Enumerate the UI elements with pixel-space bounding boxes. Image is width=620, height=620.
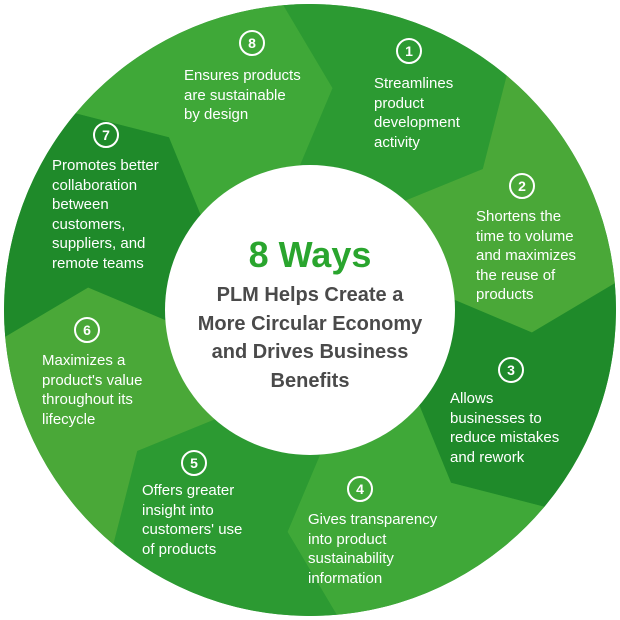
segment-8-number-badge: 8 <box>239 30 265 56</box>
segment-1-label: Streamlines product development activity <box>374 75 460 151</box>
center-subtitle: PLM Helps Create a More Circular Economy… <box>197 284 423 392</box>
segment-5-label: Offers greater insight into customers' u… <box>142 482 243 558</box>
segment-8-shape <box>75 5 333 221</box>
segment-5-number-badge: 5 <box>181 450 207 476</box>
segment-2-number-badge: 2 <box>509 173 535 199</box>
segment-2-label: Shortens the time to volume and maximize… <box>476 208 577 303</box>
segments-layer <box>4 4 616 616</box>
segment-6-number-badge: 6 <box>74 317 100 343</box>
segment-6-shape <box>5 287 221 545</box>
center-title: 8 Ways <box>248 234 372 275</box>
segment-8-label: Ensures products are sustainable by desi… <box>184 67 301 123</box>
segment-1-shape <box>283 4 507 203</box>
segment-7-shape <box>4 113 203 337</box>
segment-2-shape <box>400 75 615 333</box>
segment-5-shape <box>113 417 337 616</box>
segment-1-number-badge: 1 <box>396 38 422 64</box>
segment-3-number-badge: 3 <box>498 357 524 383</box>
segment-3-label: Allows businesses to reduce mistakes and… <box>450 390 560 466</box>
center-circle <box>165 165 455 455</box>
segment-7-number-badge: 7 <box>93 122 119 148</box>
segment-6-label: Maximizes a product's value throughout i… <box>42 352 143 428</box>
segment-4-label: Gives transparency into product sustaina… <box>308 511 438 587</box>
segment-3-shape <box>417 283 616 507</box>
segment-4-shape <box>287 400 545 615</box>
segment-7-label: Promotes better collaboration between cu… <box>52 157 159 272</box>
segment-4-number-badge: 4 <box>347 476 373 502</box>
